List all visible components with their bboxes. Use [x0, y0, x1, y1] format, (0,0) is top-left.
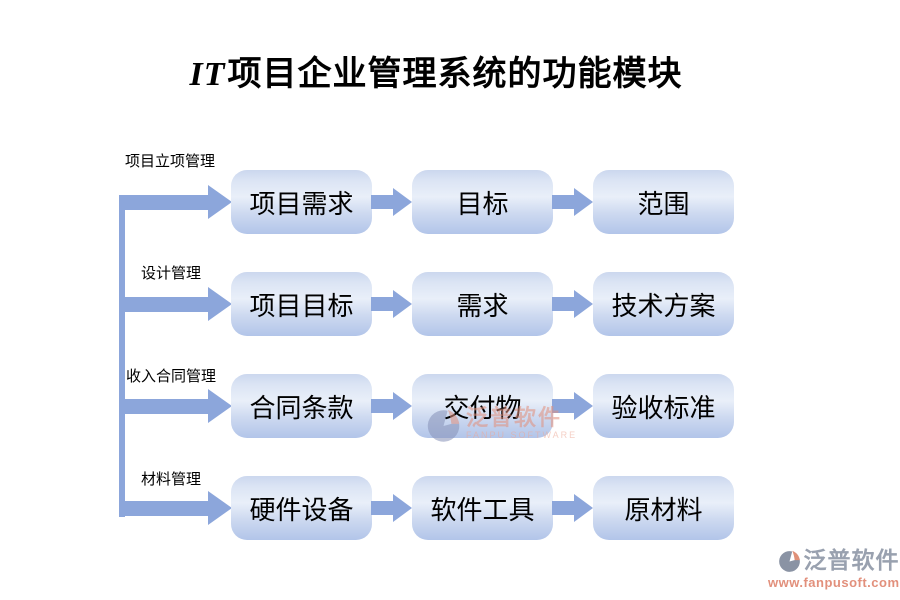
arrow-shaft: [119, 297, 209, 312]
flow-arrow-icon: [371, 494, 412, 522]
row-label-design-management: 设计管理: [141, 266, 202, 282]
arrow-shaft: [552, 195, 575, 209]
arrow-head: [574, 392, 593, 420]
flow-node: 验收标准: [593, 374, 734, 438]
arrow-head: [393, 188, 412, 216]
arrow-shaft: [552, 501, 575, 515]
arrow-shaft: [119, 399, 209, 414]
footer-brand: 泛普软件 www.fanpusoft.com: [768, 548, 900, 590]
flow-node: 范围: [593, 170, 734, 234]
flow-arrow-icon: [371, 392, 412, 420]
title-text: 项目企业管理系统的功能模块: [227, 56, 683, 93]
row-label-income-contract: 收入合同管理: [126, 369, 217, 385]
arrow-shaft: [371, 297, 394, 311]
arrow-head: [393, 494, 412, 522]
arrow-head: [208, 389, 232, 423]
flow-arrow-icon: [552, 290, 593, 318]
row-label-project-initiation: 项目立项管理: [125, 154, 216, 170]
flow-arrow-icon: [119, 185, 232, 219]
flow-arrow-icon: [552, 392, 593, 420]
flow-node: 原材料: [593, 476, 734, 540]
arrow-head: [208, 491, 232, 525]
flow-node: 项目目标: [231, 272, 372, 336]
flow-arrow-icon: [119, 287, 232, 321]
flow-node: 项目需求: [231, 170, 372, 234]
arrow-shaft: [119, 195, 209, 210]
flow-arrow-icon: [119, 389, 232, 423]
arrow-head: [574, 290, 593, 318]
brand-logo-icon: [778, 550, 800, 572]
connector-spine: [119, 199, 125, 517]
arrow-shaft: [119, 501, 209, 516]
flow-node: 需求: [412, 272, 553, 336]
footer-brand-url: www.fanpusoft.com: [768, 575, 900, 590]
row-label-material-management: 材料管理: [141, 472, 202, 488]
arrow-head: [574, 494, 593, 522]
flow-node: 技术方案: [593, 272, 734, 336]
flow-arrow-icon: [371, 290, 412, 318]
flow-node: 交付物: [412, 374, 553, 438]
arrow-shaft: [371, 399, 394, 413]
arrow-head: [574, 188, 593, 216]
flow-arrow-icon: [552, 188, 593, 216]
footer-brand-row: 泛普软件: [778, 548, 900, 575]
flow-node: 目标: [412, 170, 553, 234]
footer-brand-name: 泛普软件: [803, 548, 900, 574]
flow-node: 软件工具: [412, 476, 553, 540]
flow-arrow-icon: [552, 494, 593, 522]
arrow-shaft: [552, 297, 575, 311]
title-prefix: IT: [189, 56, 226, 93]
arrow-head: [208, 185, 232, 219]
flow-node: 硬件设备: [231, 476, 372, 540]
flow-arrow-icon: [119, 491, 232, 525]
arrow-shaft: [371, 501, 394, 515]
arrow-shaft: [371, 195, 394, 209]
arrow-head: [208, 287, 232, 321]
arrow-shaft: [552, 399, 575, 413]
flow-arrow-icon: [371, 188, 412, 216]
flow-node: 合同条款: [231, 374, 372, 438]
arrow-head: [393, 290, 412, 318]
arrow-head: [393, 392, 412, 420]
page-title: IT项目企业管理系统的功能模块: [0, 46, 872, 95]
